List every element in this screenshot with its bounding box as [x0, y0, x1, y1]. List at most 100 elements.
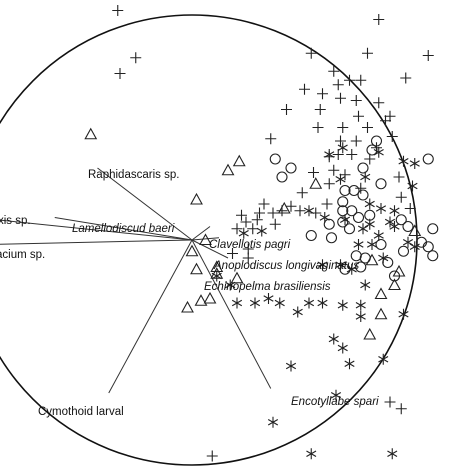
circle-marker [285, 162, 297, 174]
plus-marker [299, 83, 310, 95]
circle-marker [422, 153, 434, 165]
circle-marker [269, 153, 281, 165]
asterisk-marker [292, 306, 303, 318]
plus-marker [321, 198, 333, 210]
label-acium: acium sp. [0, 249, 45, 261]
plus-marker [364, 153, 376, 165]
triangle-marker [374, 287, 388, 300]
triangle-marker [408, 224, 422, 237]
circle-marker [397, 245, 410, 257]
triangle-marker [199, 233, 212, 246]
asterisk-marker [357, 223, 369, 235]
circle-marker [427, 250, 439, 262]
vector-line-6 [191, 239, 229, 259]
label-clavellotis: Clavellotis pagri [209, 239, 291, 251]
asterisk-marker [373, 230, 384, 241]
triangle-marker [185, 244, 199, 257]
plus-marker [285, 200, 297, 212]
circle-marker [323, 218, 335, 230]
vector-line-1 [0, 219, 193, 241]
plus-marker [373, 97, 385, 109]
asterisk-marker [335, 173, 346, 185]
plus-marker [404, 203, 416, 214]
asterisk-marker [238, 227, 249, 239]
plus-marker [393, 171, 405, 183]
plus-marker [231, 223, 243, 235]
circle-marker [357, 162, 369, 174]
asterisk-marker [378, 353, 389, 365]
label-raphidascaris: Raphidascaris sp. [88, 169, 179, 181]
circle-marker [339, 263, 351, 275]
plus-marker [400, 72, 412, 84]
asterisk-marker [364, 198, 375, 210]
circle-marker [346, 205, 358, 217]
asterisk-marker [389, 205, 400, 217]
circle-marker [370, 135, 383, 147]
asterisk-marker [328, 333, 339, 345]
asterisk-marker [387, 448, 398, 460]
circle-marker [276, 171, 288, 183]
asterisk-marker [398, 308, 409, 320]
asterisk-marker [360, 171, 371, 183]
plus-marker [395, 191, 407, 203]
circle-marker [375, 178, 387, 190]
plus-marker [314, 104, 326, 115]
plus-marker [384, 110, 396, 122]
circle-marker [337, 216, 349, 228]
circle-marker [402, 220, 414, 233]
plus-marker [312, 122, 324, 133]
plus-marker [328, 65, 340, 77]
circle-marker [422, 241, 434, 253]
plus-marker [114, 68, 126, 79]
asterisk-marker [256, 225, 267, 237]
triangle-marker [277, 201, 291, 214]
plus-marker [112, 5, 124, 16]
triangle-marker [232, 154, 246, 167]
asterisk-marker [366, 239, 378, 250]
plus-marker [317, 88, 328, 100]
triangle-marker [388, 278, 401, 291]
triangle-marker [84, 127, 98, 140]
plus-marker [130, 52, 142, 64]
asterisk-marker [267, 416, 279, 428]
asterisk-marker [353, 239, 364, 250]
plus-marker [258, 198, 270, 210]
vector-line-3 [0, 239, 193, 245]
asterisk-marker [409, 241, 420, 253]
circle-marker [366, 144, 378, 156]
plus-marker [373, 14, 385, 25]
circle-marker [395, 214, 407, 226]
vector-line-8 [108, 239, 193, 394]
asterisk-marker [249, 297, 261, 309]
triangle-marker [309, 177, 323, 189]
asterisk-marker [409, 158, 420, 169]
circle-marker [364, 209, 376, 221]
circle-marker [415, 236, 428, 248]
plus-marker [269, 218, 281, 230]
asterisk-marker [337, 142, 348, 154]
triangle-marker [194, 294, 208, 306]
asterisk-marker [274, 297, 285, 309]
plus-marker [350, 135, 362, 147]
plus-marker [355, 74, 367, 86]
vector-line-7 [191, 239, 272, 389]
label-encotyllabe: Encotyllabe spari [291, 396, 379, 408]
circle-marker [355, 261, 367, 273]
triangle-marker [210, 260, 224, 273]
plus-marker [251, 214, 263, 226]
circle-marker [339, 184, 351, 197]
asterisk-marker [344, 358, 355, 370]
asterisk-marker [285, 360, 297, 372]
plus-marker [267, 207, 279, 219]
triangle-marker [365, 253, 379, 266]
plus-marker [344, 74, 355, 86]
plus-marker [362, 47, 373, 59]
vector-lines [0, 167, 272, 394]
triangle-marker [221, 163, 235, 176]
plus-marker [265, 133, 277, 145]
plus-marker [335, 92, 346, 104]
asterisk-marker [346, 263, 357, 275]
plus-marker [294, 205, 306, 217]
label-lamellodiscud: Lamellodiscud baeri [72, 223, 175, 235]
